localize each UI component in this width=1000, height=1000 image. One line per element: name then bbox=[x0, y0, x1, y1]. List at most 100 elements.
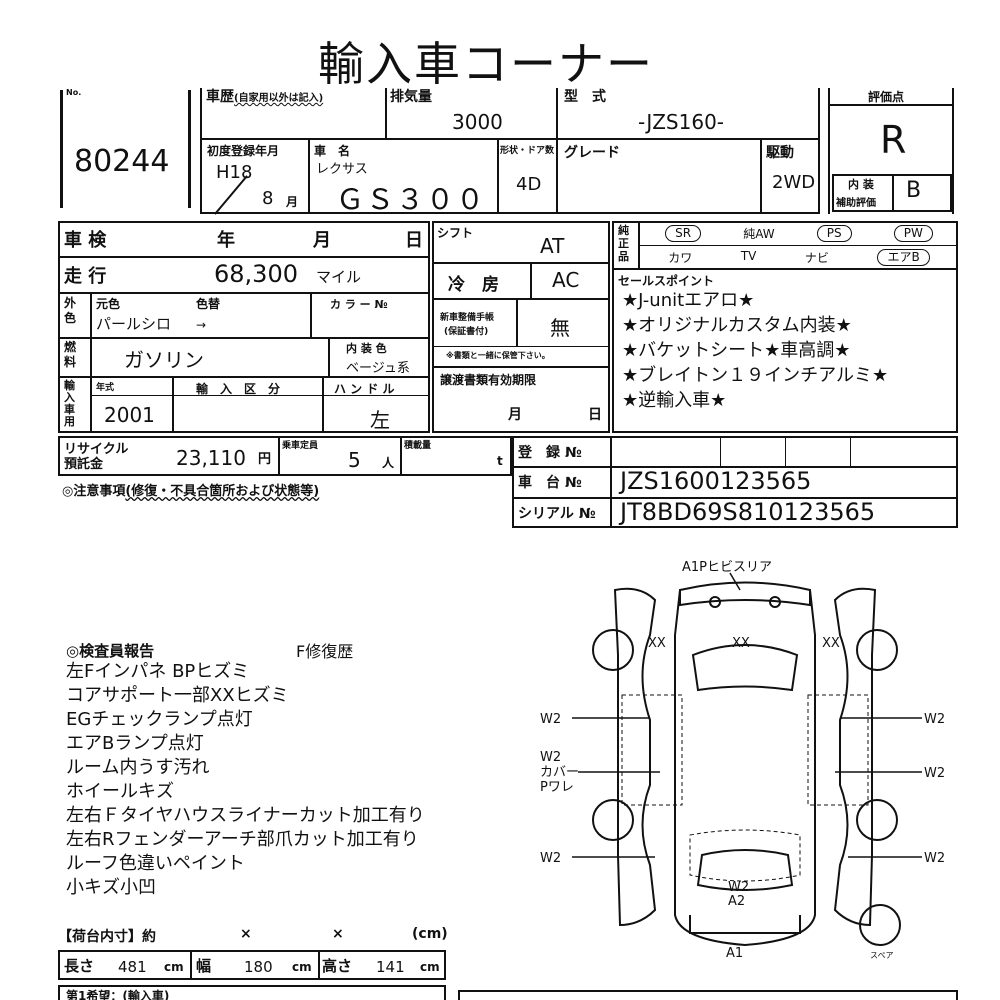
leader-top bbox=[729, 572, 741, 591]
exterior-arrow: → bbox=[196, 318, 207, 332]
color-code-label: カ ラ ー № bbox=[330, 298, 388, 311]
divider bbox=[58, 256, 430, 258]
drive-value: 2WD bbox=[772, 172, 816, 193]
rear-bumper bbox=[689, 915, 801, 934]
inspector-note: ルーム内うす汚れ bbox=[66, 757, 210, 778]
divider bbox=[638, 221, 640, 268]
length-label: 長さ bbox=[64, 957, 95, 975]
car-maker: レクサス bbox=[316, 162, 368, 177]
equipment-sr: SR bbox=[665, 225, 702, 242]
height-unit: cm bbox=[420, 960, 440, 974]
interior-label2: 補助評価 bbox=[836, 198, 876, 209]
mileage-value: 68,300 bbox=[214, 260, 298, 288]
options-block bbox=[432, 221, 610, 433]
divider bbox=[785, 436, 786, 466]
exterior-original-label: 元色 bbox=[96, 297, 121, 311]
inspection-label: 車 検 bbox=[64, 230, 107, 251]
diagram-label-xx-left: XX bbox=[648, 636, 666, 651]
divider bbox=[497, 138, 499, 214]
first-reg-label: 初度登録年月 bbox=[207, 144, 280, 158]
width-label: 幅 bbox=[196, 957, 212, 975]
inspector-label: ◎検査員報告 bbox=[66, 642, 155, 660]
inspector-note: エアBランプ点灯 bbox=[66, 733, 204, 754]
model-type-label: 型 式 bbox=[564, 89, 606, 105]
diagram-label-bottom: A1 bbox=[726, 946, 743, 961]
divider bbox=[278, 436, 280, 476]
import-label: 輸入車用 bbox=[64, 379, 75, 428]
recycle-label: リサイクル bbox=[64, 442, 129, 457]
equipment-leather: カワ bbox=[668, 251, 693, 265]
divider bbox=[610, 436, 612, 528]
headlight-right bbox=[769, 596, 781, 608]
interior-color-value: ベージュ系 bbox=[346, 361, 410, 376]
divider bbox=[512, 466, 958, 468]
height-label: 高さ bbox=[322, 957, 353, 975]
upper-info-block bbox=[200, 88, 820, 214]
sales-point: ★オリジナルカスタム内装★ bbox=[622, 315, 852, 336]
inspector-note: EGチェックランプ点灯 bbox=[66, 709, 253, 730]
registration-label: 登 録 № bbox=[518, 445, 582, 461]
divider bbox=[556, 88, 558, 214]
ac-value: AC bbox=[552, 268, 580, 292]
cargo-unit: (cm) bbox=[412, 926, 448, 942]
divider bbox=[90, 395, 430, 396]
bottom-right-box bbox=[458, 990, 958, 1000]
diagram-label-w2: W2 bbox=[924, 851, 945, 866]
divider bbox=[58, 292, 430, 294]
divider bbox=[328, 337, 330, 376]
chassis-value: JZS1600123565 bbox=[620, 467, 812, 495]
diagram-label-rear-a2: A2 bbox=[728, 894, 745, 909]
left-side-panel bbox=[613, 587, 657, 927]
width-unit: cm bbox=[292, 960, 312, 974]
sales-point: ★ブレイトン１９インチアルミ★ bbox=[622, 365, 889, 386]
divider bbox=[720, 436, 721, 466]
diagram-label-cover: カバー bbox=[540, 765, 579, 780]
first-reg-year: H18 bbox=[216, 162, 253, 183]
wheel-front-right bbox=[856, 629, 898, 671]
serial-label: シリアル № bbox=[518, 506, 596, 522]
mileage-unit: マイル bbox=[316, 268, 362, 286]
spare-tire bbox=[859, 904, 901, 946]
recycle-value: 23,110 bbox=[176, 446, 246, 470]
divider bbox=[318, 950, 320, 980]
divider bbox=[58, 337, 430, 339]
recycle-block bbox=[58, 436, 512, 476]
transfer-docs-label: 譲渡書類有効期限 bbox=[440, 373, 537, 387]
inspection-month: 月 bbox=[313, 230, 331, 251]
chassis-label: 車 台 № bbox=[518, 475, 582, 491]
diagram-label-xx-right: XX bbox=[822, 636, 840, 651]
inspector-note: コアサポート一部XXヒズミ bbox=[66, 685, 289, 706]
equipment-row-2: カワ TV ナビ エアB bbox=[644, 249, 954, 266]
caution-label: ◎注意事項(修復・不具合箇所および状態等) bbox=[62, 484, 320, 499]
import-year-label: 年式 bbox=[96, 383, 115, 393]
interior-label: 内 装 bbox=[848, 178, 874, 191]
equipment-label: 純正品 bbox=[618, 224, 629, 263]
model-type-value: -JZS160- bbox=[638, 110, 725, 134]
wheel-rear-right bbox=[856, 799, 898, 841]
diagram-label-w2: W2 bbox=[924, 712, 945, 727]
car-name: ＧＳ３００ bbox=[336, 183, 487, 216]
inspection-year: 年 bbox=[217, 230, 235, 251]
drive-label: 駆動 bbox=[766, 145, 794, 161]
inspector-note: 左右Rフェンダーアーチ部爪カット加工有り bbox=[66, 829, 419, 850]
cargo-times-2: × bbox=[332, 926, 344, 942]
import-year-value: 2001 bbox=[104, 403, 155, 427]
inspector-note: 小キズ小凹 bbox=[66, 877, 156, 898]
inspection-day: 日 bbox=[405, 230, 423, 251]
cargo-label: 【荷台内寸】約 bbox=[58, 929, 156, 945]
fuel-label: 燃料 bbox=[64, 340, 77, 369]
exterior-color-value: パールシロ bbox=[96, 315, 172, 333]
equipment-row-1: SR 純AW PS PW bbox=[644, 225, 954, 242]
width-value: 180 bbox=[244, 958, 273, 976]
transfer-docs-day: 日 bbox=[588, 407, 602, 423]
doors-value: 4D bbox=[516, 174, 542, 195]
headlight-left bbox=[709, 596, 721, 608]
recycle-unit: 円 bbox=[258, 452, 272, 467]
sales-point: ★逆輸入車★ bbox=[622, 390, 727, 411]
papers-note: ※書類と一緒に保管下さい。 bbox=[446, 351, 550, 360]
divider bbox=[58, 376, 430, 378]
capacity-value: 5 bbox=[348, 448, 361, 472]
lot-number: 80244 bbox=[74, 144, 170, 179]
diagram-label-w2: W2 bbox=[924, 766, 945, 781]
length-value: 481 bbox=[118, 958, 147, 976]
